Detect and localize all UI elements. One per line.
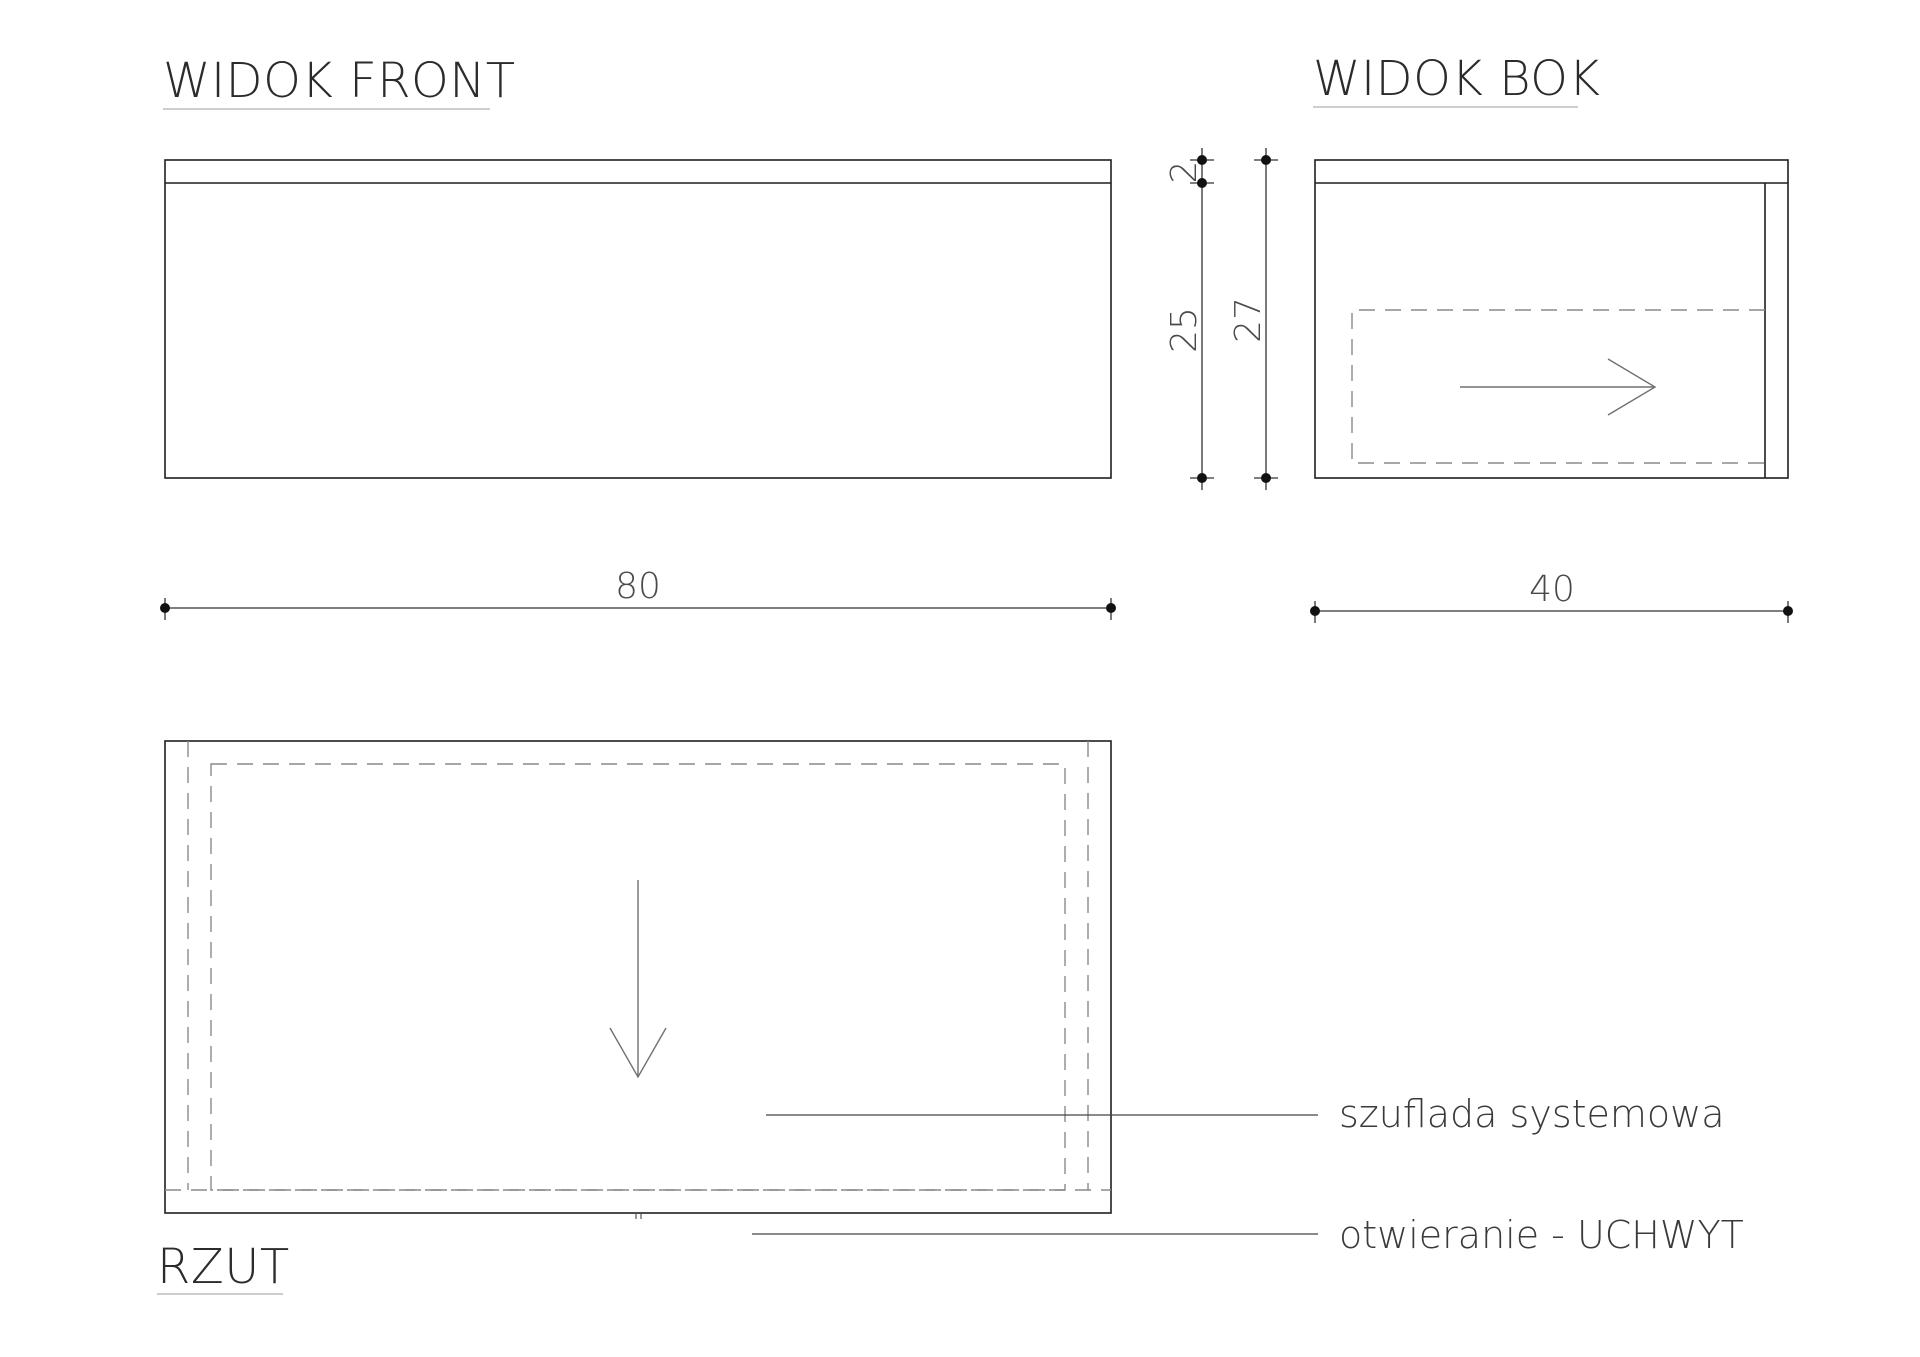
depth-dimension-dot-left <box>1310 606 1320 616</box>
plan-view-title: RZUT <box>157 1239 290 1295</box>
plan-view: szuflada systemowa otwieranie - UCHWYT R… <box>157 740 1744 1295</box>
side-view-title: WIDOK BOK <box>1313 51 1600 107</box>
drawer-callout: szuflada systemowa <box>1339 1092 1725 1136</box>
top-thickness-value: 2 <box>1164 161 1205 184</box>
height-chain-dot-mid <box>1197 178 1207 188</box>
plan-view-arrow-icon <box>609 880 667 1079</box>
total-height-dot-top <box>1261 155 1271 165</box>
opening-callout: otwieranie - UCHWYT <box>1339 1213 1744 1257</box>
height-dimensions: 2 25 27 <box>1164 148 1278 490</box>
width-dimension: 80 <box>160 566 1116 620</box>
width-dimension-dot-right <box>1106 603 1116 613</box>
width-dimension-dot-left <box>160 603 170 613</box>
side-view-body <box>1314 159 1789 479</box>
depth-dimension-dot-right <box>1783 606 1793 616</box>
front-view: WIDOK FRONT 80 <box>160 53 1116 620</box>
depth-dimension-value: 40 <box>1529 569 1575 610</box>
side-view-arrow-icon <box>1460 358 1657 416</box>
plan-view-body <box>164 740 1112 1214</box>
body-height-value: 25 <box>1164 307 1205 353</box>
width-dimension-value: 80 <box>615 566 661 607</box>
plan-view-drawer-outline <box>210 763 1066 1191</box>
total-height-dot-bottom <box>1261 473 1271 483</box>
side-view: WIDOK BOK 40 <box>1310 51 1793 623</box>
depth-dimension: 40 <box>1310 569 1793 623</box>
height-chain-dot-bottom <box>1197 473 1207 483</box>
total-height-value: 27 <box>1228 297 1269 343</box>
height-chain-dot-top <box>1197 155 1207 165</box>
front-view-body <box>164 159 1112 479</box>
front-view-title: WIDOK FRONT <box>163 53 516 109</box>
